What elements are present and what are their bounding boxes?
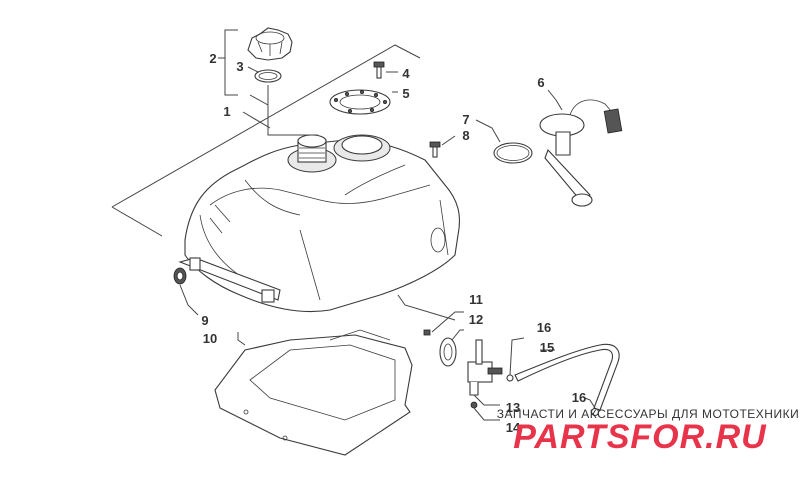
grommet <box>173 267 187 285</box>
leader-3 <box>247 66 259 73</box>
petcock-screw <box>423 329 431 336</box>
leader-14 <box>473 407 500 421</box>
leader-8 <box>441 135 456 146</box>
callout-8: 8 <box>462 128 469 143</box>
callout-3: 3 <box>236 59 243 74</box>
fuel-petcock <box>467 339 503 409</box>
leader-13 <box>473 394 500 406</box>
watermark-brand: PARTSFOR.RU <box>513 418 767 456</box>
callout-15: 15 <box>540 340 554 355</box>
callout-10: 10 <box>203 331 217 346</box>
leader-neck <box>267 85 318 136</box>
pump-bolt <box>429 141 441 158</box>
callout-14: 14 <box>506 420 521 435</box>
leader-16a <box>509 337 525 376</box>
assembly-bracket <box>111 44 421 237</box>
leader-11 <box>431 311 464 333</box>
fuel-cap <box>247 27 293 61</box>
fuel-pump <box>539 99 623 207</box>
callout-2: 2 <box>209 51 216 66</box>
petcock-seal <box>439 337 457 367</box>
callout-5: 5 <box>402 86 409 101</box>
callout-6: 6 <box>537 75 544 90</box>
fuel-tank <box>178 134 461 313</box>
cap-bracket <box>218 29 238 96</box>
leader-9 <box>179 284 199 316</box>
callout-9: 9 <box>201 313 208 328</box>
callout-12: 12 <box>469 312 483 327</box>
callout-11: 11 <box>469 292 483 307</box>
leader-10 <box>237 332 246 346</box>
watermark-subtitle: ЗАПЧАСТИ И АКСЕССУАРЫ ДЛЯ МОТОТЕХНИКИ <box>497 407 799 421</box>
retaining-ring <box>329 89 391 115</box>
pump-o-ring <box>493 142 533 164</box>
tank-shield <box>214 329 413 456</box>
cap-gasket <box>254 69 282 83</box>
leader-12 <box>451 329 464 341</box>
callout-13: 13 <box>506 400 520 415</box>
leader-1 <box>242 111 271 129</box>
callout-1: 1 <box>223 104 230 119</box>
leader-16b <box>584 397 596 409</box>
callout-7: 7 <box>462 112 469 127</box>
callout-16-bottom: 16 <box>572 390 586 405</box>
callout-16-top: 16 <box>537 320 551 335</box>
petcock-bracket <box>397 294 456 321</box>
callout-4: 4 <box>402 66 410 81</box>
fuel-hose <box>514 343 620 411</box>
bolt <box>373 61 385 79</box>
leader-6 <box>547 89 563 111</box>
leader-7 <box>475 119 501 143</box>
